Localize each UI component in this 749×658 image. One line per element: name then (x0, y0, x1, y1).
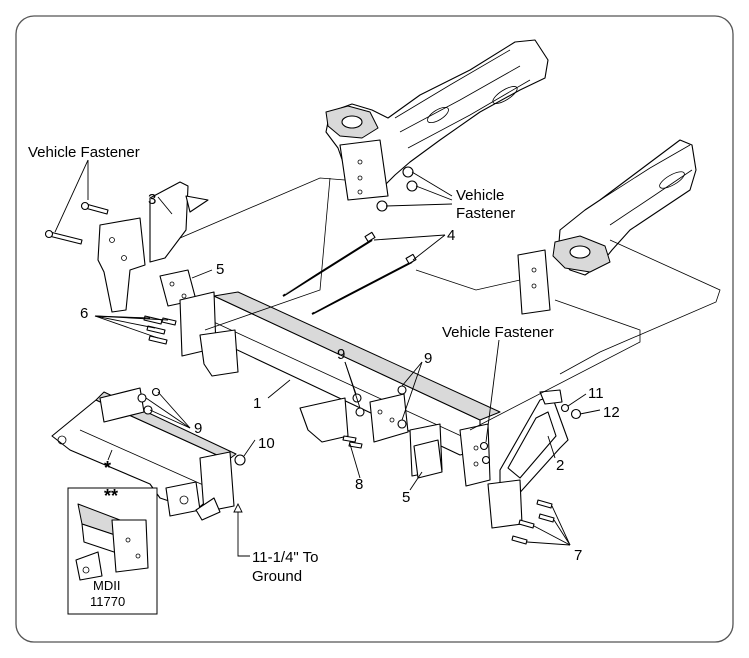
callout-5-lower: 5 (402, 489, 410, 506)
label-vehicle-fastener-right: Vehicle Fastener (442, 324, 554, 341)
callout-3: 3 (148, 191, 156, 208)
vehicle-frame-rail-right (517, 139, 697, 315)
lower-receiver-mount (51, 387, 237, 521)
nut-10 (234, 454, 246, 466)
callout-6: 6 (80, 305, 88, 322)
label-vehicle-fastener-top-1: Vehicle (456, 187, 504, 204)
label-inset-model: MDII (93, 578, 120, 593)
nut-set-9-middle (352, 385, 407, 429)
rod-pair (282, 231, 417, 315)
vehicle-fastener-nuts-right (479, 441, 491, 465)
callout-9-middle-left: 9 (337, 346, 345, 363)
callout-5-upper: 5 (216, 261, 224, 278)
inset-mdii-detail (67, 487, 158, 615)
vehicle-frame-rail-left (325, 39, 549, 201)
left-mount-bracket (97, 181, 209, 313)
label-vehicle-fastener-top-2: Fastener (456, 205, 515, 222)
label-ground-line-2: Ground (252, 568, 302, 585)
assembly-guide-lines (179, 177, 721, 431)
leader-lines (54, 159, 601, 557)
washer-11-nut-12 (560, 403, 582, 420)
label-inset-number: 11770 (90, 594, 125, 609)
callout-1: 1 (253, 395, 261, 412)
callout-9-middle-right: 9 (424, 350, 432, 367)
callout-12: 12 (603, 404, 620, 421)
callout-2: 2 (556, 457, 564, 474)
label-ground-line-1: 11-1/4" To (252, 549, 318, 566)
label-star-double: ** (104, 486, 118, 506)
callout-7: 7 (574, 547, 582, 564)
bolt-set-7 (511, 499, 555, 545)
callout-11: 11 (588, 385, 604, 402)
callout-4: 4 (447, 227, 455, 244)
bolt-set-8 (342, 435, 363, 449)
callout-10: 10 (258, 435, 275, 452)
label-vehicle-fastener-left: Vehicle Fastener (28, 144, 140, 161)
spacer-plate-lower (413, 439, 443, 479)
main-crossbar (179, 291, 501, 487)
callout-8: 8 (355, 476, 363, 493)
right-mount-bracket (487, 389, 569, 529)
nut-set-9-left (137, 387, 161, 415)
callout-9-lower-left: 9 (194, 420, 202, 437)
vehicle-fastener-nuts-top (376, 166, 418, 212)
label-star-single: * (104, 458, 111, 478)
vehicle-fastener-bolts-left (44, 201, 109, 245)
